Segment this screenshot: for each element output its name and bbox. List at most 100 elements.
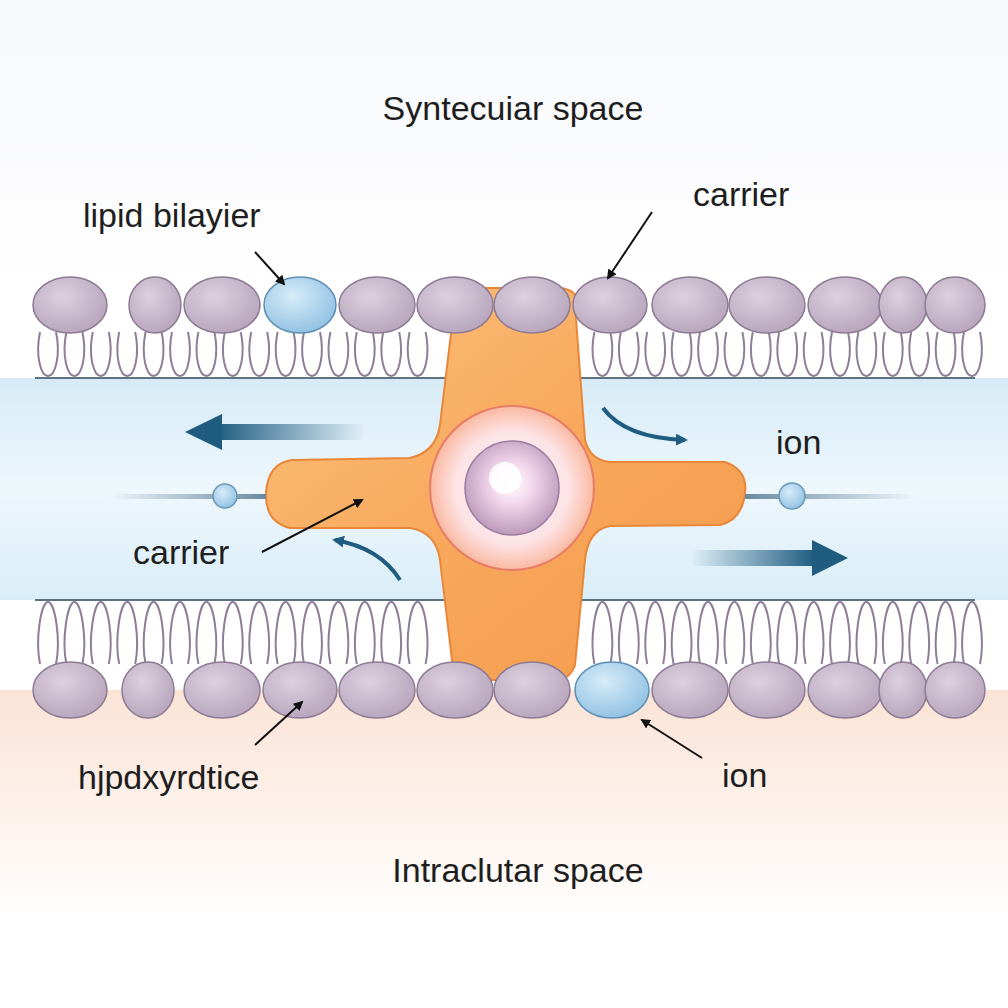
lipid-tail (65, 332, 85, 376)
lipid-tail (830, 332, 850, 376)
lipid-head (808, 277, 882, 333)
lipid-head (652, 662, 728, 718)
leader-line (642, 720, 702, 758)
flow-arrow-head (812, 540, 848, 576)
lipid-tail (751, 332, 771, 376)
lipid-tail (962, 332, 982, 376)
lipid-tail (355, 332, 375, 376)
lipid-tail (408, 332, 428, 376)
lipid-heads (33, 277, 985, 718)
lipid-tail (91, 332, 111, 376)
lipid-tail (619, 332, 639, 376)
part-label: lipid bilayier (83, 195, 261, 235)
lipid-tail (144, 602, 164, 664)
leader-line (262, 500, 362, 552)
curved-arrow (335, 540, 400, 580)
lipid-head (33, 662, 107, 718)
lipid-head (879, 662, 927, 718)
lipid-head (339, 277, 415, 333)
flow-arrow-body (690, 550, 815, 566)
region-label: Syntecuiar space (383, 88, 644, 128)
lipid-tail (276, 602, 296, 664)
lipid-tail (804, 332, 824, 376)
lipid-tail (329, 602, 349, 664)
lipid-tail (962, 602, 982, 664)
carrier-protein (266, 288, 745, 680)
region-label: Intraclutar space (392, 850, 643, 890)
lipid-tail (117, 602, 137, 664)
lipid-head (729, 277, 805, 333)
lipid-head (494, 662, 570, 718)
binding-site (430, 406, 594, 570)
lipid-tail (276, 332, 296, 376)
lipid-tail (909, 602, 929, 664)
lipid-tail (645, 332, 665, 376)
part-label: carrier (133, 532, 229, 572)
part-label: carrier (693, 174, 789, 214)
lipid-head (573, 277, 647, 333)
lipid-tail (170, 602, 190, 664)
flow-arrow-head (185, 414, 222, 450)
lipid-tail (830, 602, 850, 664)
sphere-highlight (489, 462, 521, 494)
lipid-head (494, 277, 570, 333)
lipid-tail (645, 602, 665, 664)
ion-dot (213, 484, 237, 508)
part-label: hjpdxyrdtice (78, 757, 259, 797)
lipid-head (417, 662, 493, 718)
lipid-tail (883, 602, 903, 664)
lipid-head (925, 662, 985, 718)
lipid-head (729, 662, 805, 718)
leader-line (255, 702, 302, 745)
lipid-tail (698, 332, 718, 376)
ion-dot (779, 483, 805, 509)
leader-line (608, 212, 652, 278)
lipid-tail (38, 602, 58, 664)
part-label: ion (776, 422, 821, 462)
lipid-tail (381, 602, 401, 664)
lipid-tail (857, 602, 877, 664)
marked-head (575, 662, 649, 718)
lipid-tail (197, 602, 217, 664)
extracellular-bg (0, 0, 1008, 300)
lipid-tail (619, 602, 639, 664)
lipid-tail (777, 332, 797, 376)
lipid-tail (698, 602, 718, 664)
lipid-tail (249, 332, 269, 376)
lipid-tail (751, 602, 771, 664)
lipid-head (184, 277, 260, 333)
lipid-tail (329, 332, 349, 376)
lipid-tail (91, 602, 111, 664)
lipid-head (339, 662, 415, 718)
lipid-tail (408, 602, 428, 664)
leader-line (255, 252, 284, 284)
lipid-tail (223, 602, 243, 664)
lipid-head (129, 277, 181, 333)
intracellular-bg (0, 690, 1008, 920)
lipid-head (417, 277, 493, 333)
ion-path (110, 494, 266, 499)
lipid-tail (593, 332, 613, 376)
lipid-tail (725, 332, 745, 376)
lipid-head (925, 277, 985, 333)
lipid-tail (302, 602, 322, 664)
part-label: ion (722, 755, 767, 795)
lipid-tail (117, 332, 137, 376)
lipid-tail (197, 332, 217, 376)
lipid-head (808, 662, 882, 718)
lipid-tail (144, 332, 164, 376)
lipid-tail (936, 332, 956, 376)
lipid-tail (381, 332, 401, 376)
lipid-tail (672, 332, 692, 376)
ion-path (745, 494, 915, 499)
lipid-tail (355, 602, 375, 664)
lipid-tail (38, 332, 58, 376)
lipid-tail (302, 332, 322, 376)
curved-arrow (603, 408, 685, 440)
lipid-tail (857, 332, 877, 376)
lipid-tail (170, 332, 190, 376)
lipid-head (184, 662, 260, 718)
lipid-tail (223, 332, 243, 376)
lipid-tail (725, 602, 745, 664)
